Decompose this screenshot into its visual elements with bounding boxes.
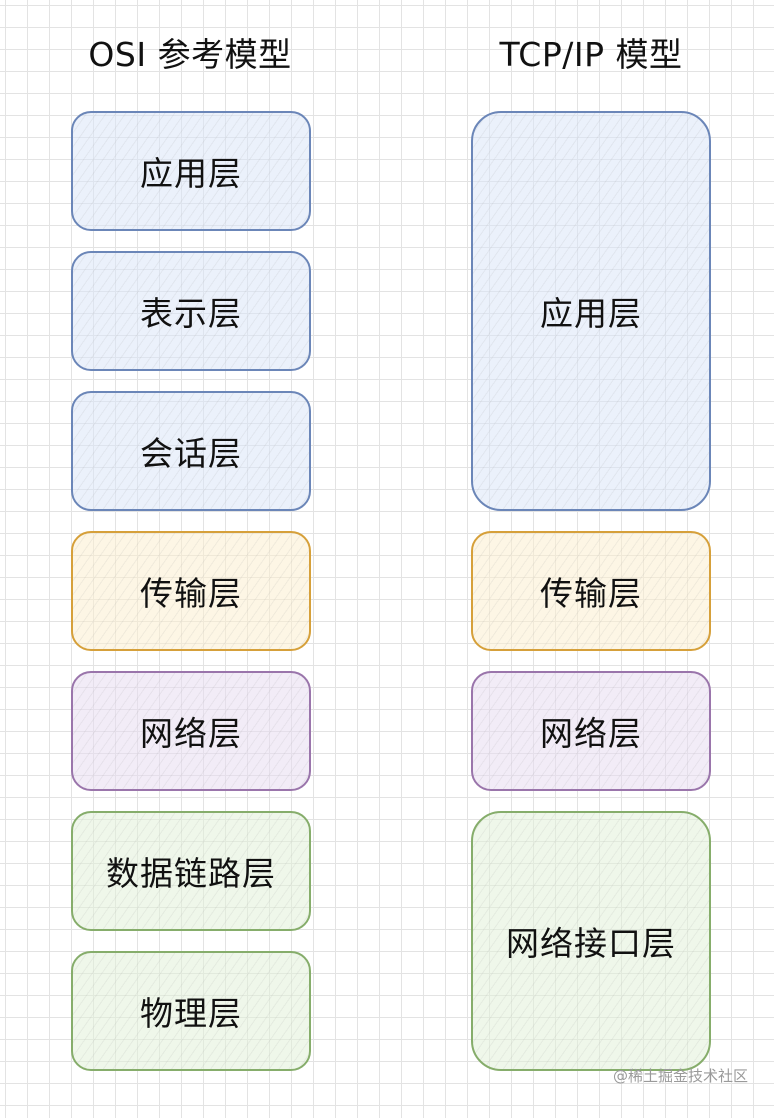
osi-application-layer: 应用层 [71,111,311,231]
tcpip-model-heading: TCP/IP 模型 [499,35,683,74]
watermark: @稀土掘金技术社区 [612,1067,748,1085]
tcpip-network-interface-layer-label: 网络接口层 [506,924,676,963]
osi-physical-layer-label: 物理层 [140,994,242,1033]
tcpip-application-layer: 应用层 [471,111,711,511]
osi-network-layer: 网络层 [71,671,311,791]
osi-data-link-layer: 数据链路层 [71,811,311,931]
osi-physical-layer: 物理层 [71,951,311,1071]
osi-presentation-layer-label: 表示层 [140,294,242,333]
tcpip-application-layer-label: 应用层 [540,294,642,333]
osi-presentation-layer: 表示层 [71,251,311,371]
osi-data-link-layer-label: 数据链路层 [106,854,276,893]
osi-model-heading: OSI 参考模型 [88,35,292,74]
tcpip-network-layer: 网络层 [471,671,711,791]
tcpip-network-layer-label: 网络层 [540,714,642,753]
tcpip-transport-layer-label: 传输层 [540,574,642,613]
osi-network-layer-label: 网络层 [140,714,242,753]
osi-transport-layer: 传输层 [71,531,311,651]
osi-session-layer: 会话层 [71,391,311,511]
osi-session-layer-label: 会话层 [140,434,242,473]
osi-transport-layer-label: 传输层 [140,574,242,613]
tcpip-network-interface-layer: 网络接口层 [471,811,711,1071]
osi-application-layer-label: 应用层 [140,154,242,193]
tcpip-transport-layer: 传输层 [471,531,711,651]
